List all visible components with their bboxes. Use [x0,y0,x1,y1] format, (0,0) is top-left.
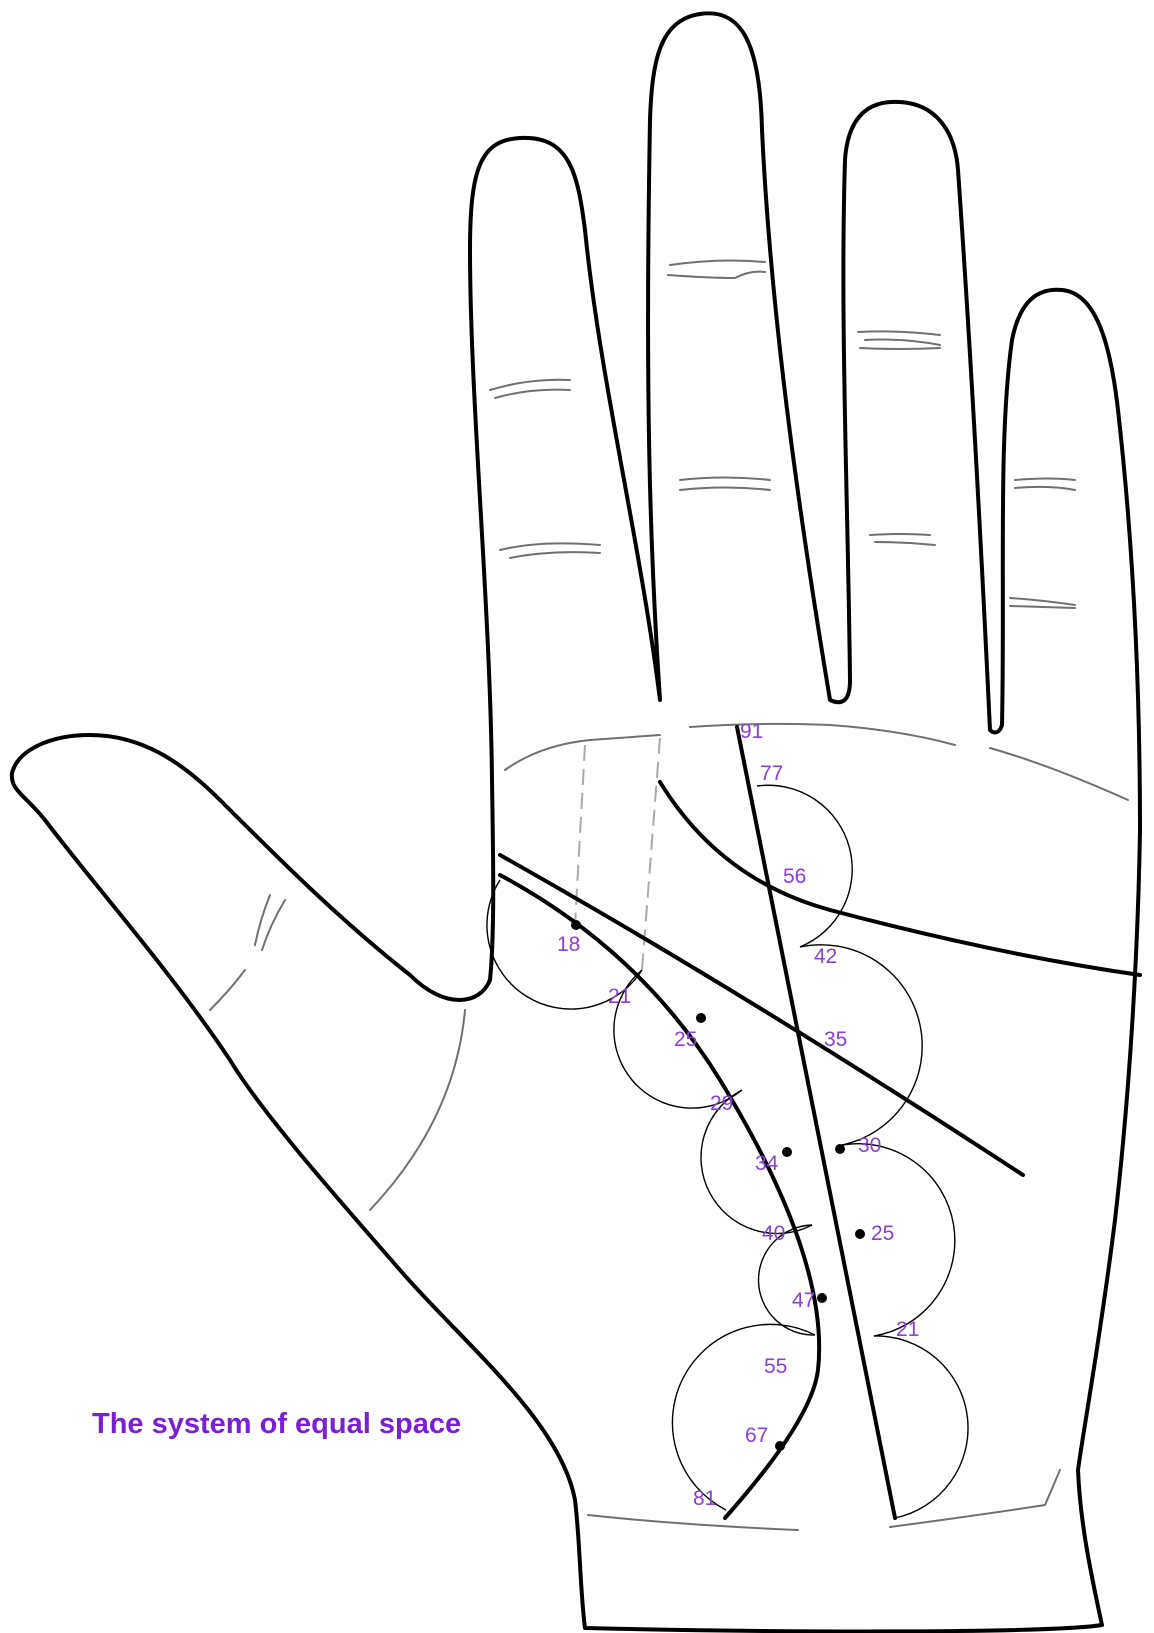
finger-creases [210,261,1075,1010]
life-age-label: 81 [693,1487,716,1510]
fate-age-label: 91 [740,720,763,743]
life-age-label: 18 [557,933,580,956]
diagram-caption: The system of equal space [92,1408,461,1441]
fate-line [737,727,895,1518]
fate-age-label: 56 [783,865,806,888]
guide-line-middle [642,738,660,970]
head-line [500,855,1023,1175]
fate-age-label: 30 [858,1134,881,1157]
life-age-label: 34 [755,1152,779,1175]
life-age-label: 40 [762,1222,785,1245]
life-age-label: 21 [608,985,631,1008]
life-age-label: 67 [745,1424,768,1447]
life-age-label: 29 [710,1092,733,1115]
fate-age-label: 42 [814,945,837,968]
heart-line [660,782,1140,975]
life-line [500,875,819,1518]
fate-age-label: 25 [871,1222,894,1245]
fate-age-label: 35 [824,1028,847,1051]
life-line-arcs [487,880,815,1510]
life-age-label: 55 [764,1355,787,1378]
life-age-label: 25 [674,1028,697,1051]
fate-age-label: 77 [760,762,783,785]
fate-line-labels: 91 77 56 42 35 30 25 21 [740,720,919,1341]
life-age-label: 47 [792,1289,815,1312]
fate-age-label: 21 [896,1318,919,1341]
hand-outline [12,13,1140,1631]
